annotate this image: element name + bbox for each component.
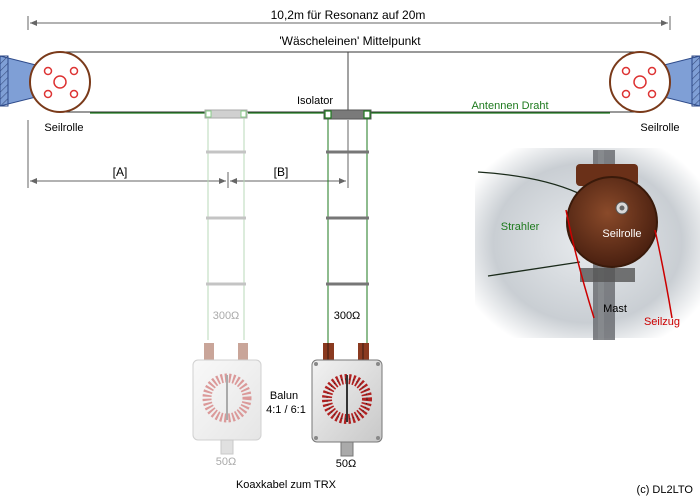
pulley-right-label: Seilrolle (640, 122, 679, 134)
clothesline-label: 'Wäscheleinen' Mittelpunkt (279, 34, 421, 48)
isolator-right: Isolator (297, 95, 372, 120)
ladder-line-right: 300Ω (326, 119, 369, 345)
balun-right (311, 343, 383, 457)
isolator-label: Isolator (297, 95, 333, 107)
dim-a-label: [A] (113, 165, 128, 179)
photo-label-mast: Mast (603, 303, 627, 315)
photo-label-seilrolle: Seilrolle (602, 228, 641, 240)
span-dimension: 10,2m für Resonanz auf 20m (27, 8, 671, 30)
photo-label-seilzug: Seilzug (644, 316, 680, 328)
ladder-left-impedance: 300Ω (213, 310, 240, 322)
antenna-wire-label: Antennen Draht (471, 100, 548, 112)
ab-dimension: [A] [B] (27, 120, 349, 188)
dim-b-label: [B] (274, 165, 289, 179)
ladder-line-left: 300Ω (206, 118, 246, 340)
coax-caption: Koaxkabel zum TRX (236, 479, 337, 491)
pulley-left-label: Seilrolle (44, 122, 83, 134)
isolator-left (204, 109, 248, 119)
ladder-right-impedance: 300Ω (334, 310, 361, 322)
photo-inset: Strahler Seilrolle Mast Seilzug (475, 148, 700, 340)
span-label: 10,2m für Resonanz auf 20m (271, 8, 426, 22)
balun-label-line2: 4:1 / 6:1 (266, 404, 306, 416)
balun-left (192, 343, 262, 455)
balun-label-line1: Balun (270, 390, 298, 402)
coax-right-impedance: 50Ω (336, 458, 356, 470)
pulley-right: Seilrolle (609, 51, 700, 134)
copyright: (c) DL2LTO (637, 484, 694, 496)
photo-label-strahler: Strahler (501, 221, 540, 233)
coax-left-impedance: 50Ω (216, 456, 236, 468)
pulley-left: Seilrolle (0, 51, 91, 134)
